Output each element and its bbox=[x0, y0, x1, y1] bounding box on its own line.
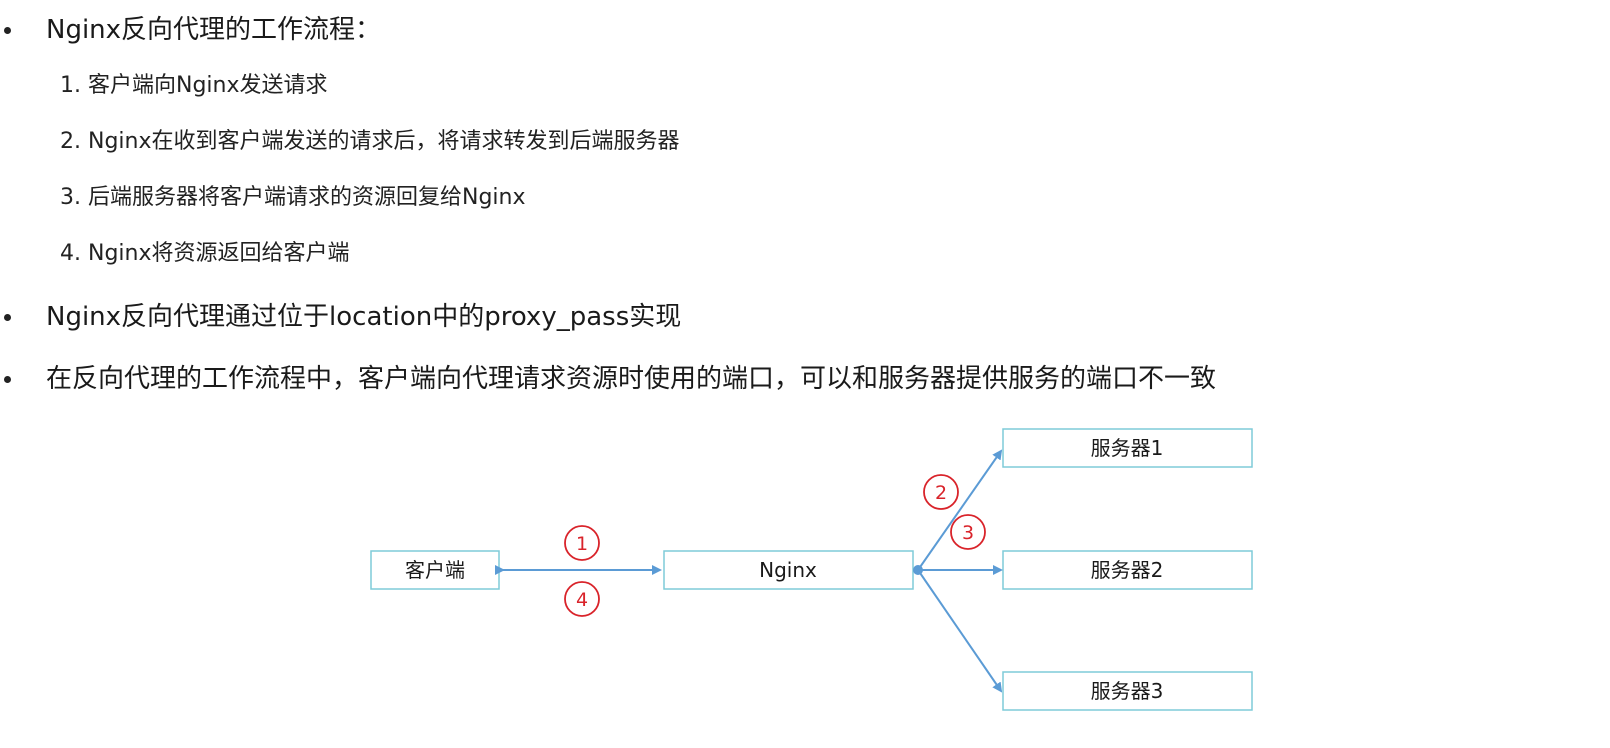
bullet-text-workflow: Nginx反向代理的工作流程： bbox=[46, 15, 382, 45]
nginx-server3-arrow bbox=[917, 569, 1003, 693]
step-marker-3: 3 bbox=[950, 514, 986, 550]
server2-label: 服务器2 bbox=[1091, 558, 1164, 582]
server3-label: 服务器3 bbox=[1091, 679, 1164, 703]
server2-node: 服务器2 bbox=[1002, 550, 1253, 590]
step-marker-1-label: 1 bbox=[576, 533, 588, 555]
step-marker-4-label: 4 bbox=[576, 589, 588, 611]
server3-node: 服务器3 bbox=[1002, 671, 1253, 711]
bullet-dot bbox=[4, 313, 11, 321]
step-3: 3. 后端服务器将客户端请求的资源回复给Nginx bbox=[60, 185, 526, 210]
step-marker-2: 2 bbox=[923, 474, 959, 510]
bullet-text-port: 在反向代理的工作流程中，客户端向代理请求资源时使用的端口，可以和服务器提供服务的… bbox=[46, 364, 1217, 394]
client-label: 客户端 bbox=[405, 558, 465, 582]
step-marker-1: 1 bbox=[564, 525, 600, 561]
bullet-text-proxy-pass: Nginx反向代理通过位于location中的proxy_pass实现 bbox=[46, 302, 682, 332]
step-4: 4. Nginx将资源返回给客户端 bbox=[60, 241, 350, 266]
step-marker-4: 4 bbox=[564, 581, 600, 617]
client-node: 客户端 bbox=[370, 550, 500, 590]
server1-label: 服务器1 bbox=[1091, 436, 1164, 460]
step-1: 1. 客户端向Nginx发送请求 bbox=[60, 73, 328, 98]
nginx-server1-arrow bbox=[917, 449, 1003, 571]
step-marker-3-label: 3 bbox=[962, 522, 974, 544]
server1-node: 服务器1 bbox=[1002, 428, 1253, 468]
step-marker-2-label: 2 bbox=[935, 482, 947, 504]
bullet-dot bbox=[4, 375, 11, 383]
nginx-label: Nginx bbox=[759, 558, 817, 582]
step-2: 2. Nginx在收到客户端发送的请求后，将请求转发到后端服务器 bbox=[60, 129, 680, 154]
nginx-node: Nginx bbox=[663, 550, 914, 590]
bullet-dot bbox=[4, 26, 11, 34]
